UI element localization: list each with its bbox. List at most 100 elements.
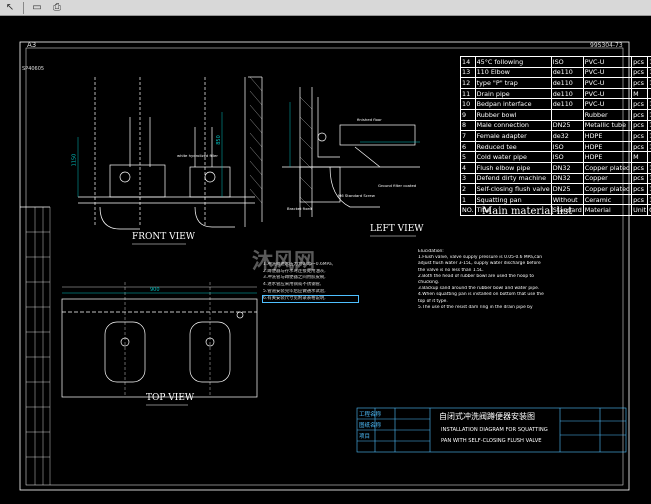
- annotation-screw: M6 Standard Screw: [338, 193, 375, 198]
- title-block-cell: 项目: [359, 434, 371, 440]
- material-cell-name: Rubber bowl: [474, 108, 552, 121]
- note-line: 2.Both the head of rubber bowl are used …: [418, 273, 534, 279]
- material-cell-qty: 1: [647, 183, 651, 195]
- material-cell-no: 8: [460, 119, 476, 132]
- material-cell-unit: pcs: [631, 172, 649, 185]
- material-cell-material: HDPE: [582, 140, 633, 153]
- notes-heading: Elucidation:: [418, 249, 444, 254]
- material-cell-no: 6: [460, 140, 476, 153]
- drawing-canvas[interactable]: A3 99S304-73 SP40605 1150 850 900 finish…: [0, 17, 651, 504]
- chinese-notes: 1.冲洗阀进水压力为0.05~0.6MPa, 2.蹲便器与存水弯连接处用油灰, …: [262, 262, 359, 304]
- material-cell-spec: DN32: [550, 161, 584, 174]
- material-cell-no: 7: [460, 130, 476, 142]
- material-cell-no: 13: [460, 66, 476, 79]
- material-cell-material: HDPE: [582, 130, 633, 142]
- title-block-cell: 工程名称: [359, 412, 382, 418]
- arrow-cursor-icon[interactable]: ↖: [5, 1, 15, 13]
- material-cell-unit: pcs: [631, 193, 649, 206]
- material-cell-unit: pcs: [631, 183, 649, 195]
- top-view: [61, 282, 258, 398]
- note-line: the valve is no less than 1.5L.: [418, 267, 484, 273]
- material-cell-name: Flush elbow pipe: [474, 161, 552, 174]
- printer-icon[interactable]: ⎙: [53, 1, 61, 13]
- material-cell-unit: pcs: [631, 98, 649, 110]
- cn-note-line: 6.有关安装尺寸见附录表格说明,: [262, 294, 359, 304]
- annotation-finished-floor: finished floor: [357, 117, 382, 122]
- material-cell-unit: M: [631, 151, 649, 163]
- title-block-lines: [356, 407, 627, 453]
- material-cell-unit: M: [631, 87, 649, 100]
- material-cell-qty: 1: [647, 119, 651, 132]
- material-cell-qty: Quantity: [647, 204, 651, 216]
- material-cell-unit: pcs: [631, 56, 649, 68]
- left-code-label: SP40605: [22, 66, 45, 72]
- material-cell-material: Metallic tube: [582, 119, 633, 132]
- material-cell-spec: ISO: [550, 56, 584, 68]
- material-cell-name: Male connection: [474, 119, 552, 132]
- left-view: [282, 87, 420, 217]
- material-row: NO.TitleStandardMaterialUnitQuantity: [460, 204, 651, 216]
- material-cell-no: 1: [460, 193, 476, 206]
- note-line: top of it type.: [418, 298, 448, 304]
- material-cell-material: Rubber: [582, 108, 633, 121]
- material-cell-unit: pcs: [631, 130, 649, 142]
- cn-note-line: 1.冲洗阀进水压力为0.05~0.6MPa,: [263, 262, 334, 267]
- material-cell-name: Bedpan interface: [474, 98, 552, 110]
- material-cell-no: 14: [460, 56, 476, 68]
- inner-frame: [25, 47, 624, 486]
- note-line: 5.The use of the resist dam ring in the …: [418, 304, 533, 310]
- left-strip-cells: [26, 207, 51, 485]
- cn-note-line: 4.进水管应采用铜或不锈钢管,: [263, 282, 322, 288]
- toolbar-separator: [23, 1, 24, 14]
- material-cell-name: Drain pipe: [474, 87, 552, 100]
- material-cell-spec: de110: [550, 77, 584, 89]
- material-cell-spec: de110: [550, 66, 584, 79]
- material-cell-name: type "P" trap: [474, 77, 552, 89]
- material-cell-name: Defend dirty machine: [474, 172, 552, 185]
- cn-note-line: 5.管道安装完毕后应做通水试验,: [263, 288, 326, 294]
- material-cell-material: PVC-U: [582, 56, 633, 68]
- annotation-gasket: white hydrolized filler: [177, 153, 218, 158]
- note-line: 1.Flush valve, valve supply pressure is …: [418, 255, 543, 261]
- dimension-lines: [62, 102, 420, 294]
- front-view: [78, 76, 263, 230]
- pages-icon[interactable]: ▭: [32, 1, 42, 13]
- material-cell-material: Ceramic: [582, 193, 633, 206]
- material-cell-spec: de110: [550, 87, 584, 100]
- material-cell-material: Copper plated: [582, 161, 633, 174]
- material-cell-qty: 1: [647, 161, 651, 174]
- material-cell-qty: 1: [647, 140, 651, 153]
- drawing-number: 99S304-73: [590, 42, 623, 49]
- material-cell-name: 110 Elbow: [474, 66, 552, 79]
- material-cell-material: Copper plated: [582, 183, 633, 195]
- material-cell-qty: 1: [647, 108, 651, 121]
- material-cell-qty: 1: [647, 77, 651, 89]
- material-cell-material: HDPE: [582, 151, 633, 163]
- material-cell-no: 11: [460, 87, 476, 100]
- material-cell-unit: pcs: [631, 161, 649, 174]
- material-cell-no: 2: [460, 183, 476, 195]
- material-cell-unit: pcs: [631, 108, 649, 121]
- material-cell-no: 10: [460, 98, 476, 110]
- material-cell-spec: DN25: [550, 183, 584, 195]
- material-cell-qty: 1: [647, 193, 651, 206]
- material-cell-qty: 1: [647, 56, 651, 68]
- cn-note-line: 2.蹲便器与存水弯连接处用油灰,: [263, 268, 326, 274]
- dim-label: 1150: [71, 153, 78, 167]
- dim-label: 850: [215, 135, 222, 145]
- material-cell-spec: Without: [550, 193, 584, 206]
- note-line: chucking.: [418, 280, 440, 286]
- material-cell-qty: [647, 87, 651, 100]
- material-cell-qty: 1: [647, 66, 651, 79]
- material-cell-no: 3: [460, 172, 476, 185]
- title-block: 工程名称 图纸名称 项目 自闭式冲洗阀蹲便器安装图 INSTALLATION D…: [357, 408, 626, 452]
